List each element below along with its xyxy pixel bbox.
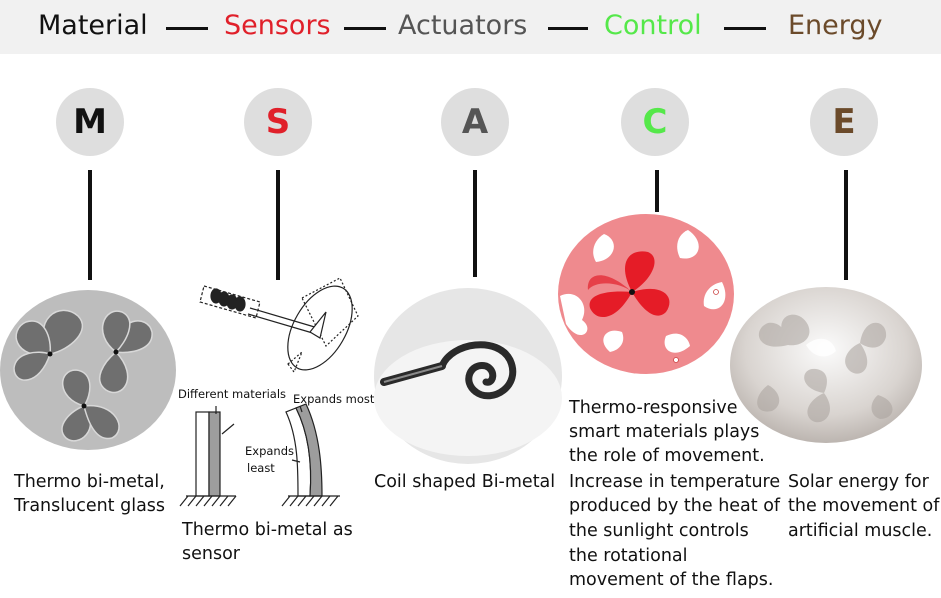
letter-circle-e: E	[810, 88, 878, 156]
actuator-caption: Coil shaped Bi-metal	[374, 470, 555, 494]
header-material: Material	[38, 10, 148, 42]
header-actuators: Actuators	[398, 10, 527, 42]
letter-circle-a: A	[441, 88, 509, 156]
control-caption-line: Increase in temperature	[569, 470, 780, 494]
letter-circle-s: S	[244, 88, 312, 156]
material-flower-image	[0, 290, 180, 450]
sensor-caption-line1: Thermo bi-metal as	[182, 518, 353, 542]
header-dash	[724, 27, 766, 30]
control-caption-line: Thermo-responsive	[569, 396, 738, 420]
energy-glass-image	[728, 285, 924, 445]
header-energy: Energy	[788, 10, 883, 42]
control-caption-line: movement of the flaps.	[569, 568, 773, 592]
label-expands-most: Expands most	[293, 393, 374, 406]
control-caption-line: the sunlight controls	[569, 519, 749, 543]
actuator-coil-image	[372, 286, 564, 466]
header-dash	[166, 27, 208, 30]
sensor-caption-line2: sensor	[182, 542, 240, 566]
connector-line-a	[473, 170, 477, 277]
header-control: Control	[604, 10, 702, 42]
letter-circle-c: C	[621, 88, 689, 156]
label-expands: Expands	[245, 445, 294, 458]
header-dash	[548, 27, 588, 30]
connector-line-s	[276, 170, 280, 280]
header-dash	[344, 27, 386, 30]
energy-caption-line: Solar energy for	[788, 470, 929, 494]
label-least: least	[247, 462, 275, 475]
header-bar: Material Sensors Actuators Control Energ…	[0, 0, 941, 54]
connector-line-m	[88, 170, 92, 280]
control-caption-line: the rotational	[569, 544, 688, 568]
control-flower-image	[556, 212, 736, 377]
label-different-materials: Different materials	[178, 388, 286, 401]
sensor-coil-sketch	[190, 272, 380, 392]
material-caption-line2: Translucent glass	[14, 494, 165, 518]
letter-circle-m: M	[56, 88, 124, 156]
energy-caption-line: artificial muscle.	[788, 519, 932, 543]
control-caption-line: produced by the heat of	[569, 494, 780, 518]
energy-caption-line: the movement of	[788, 494, 939, 518]
connector-line-e	[844, 170, 848, 280]
header-sensors: Sensors	[224, 10, 331, 42]
material-caption-line1: Thermo bi-metal,	[14, 470, 165, 494]
control-caption-line: the role of movement.	[569, 444, 765, 468]
connector-line-c	[655, 170, 659, 212]
